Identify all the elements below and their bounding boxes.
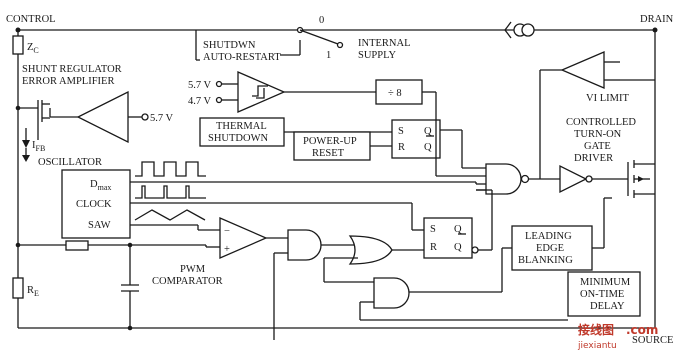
gate-driver-label-2: TURN-ON	[574, 129, 622, 140]
shutdown-label-2: AUTO-RESTART	[203, 52, 281, 63]
source-pin-label: SOURCE	[632, 335, 673, 346]
shunt-ref-voltage: 5.7 V	[150, 113, 174, 124]
gate-driver-buffer	[559, 164, 628, 194]
auto-restart-line	[195, 30, 200, 61]
leb-label-2: EDGE	[536, 243, 564, 254]
svg-text:.com: .com	[626, 323, 658, 337]
drain-pin-label: DRAIN	[640, 14, 674, 25]
current-limit-comparator	[539, 51, 655, 178]
clock-waveform-icon	[135, 185, 206, 199]
pwm-minus: −	[224, 226, 230, 237]
sr2-r: R	[430, 242, 437, 253]
hysteresis-v2: 4.7 V	[188, 96, 212, 107]
watermark-logo: 接线图 .com jiexiantu	[577, 322, 658, 351]
saw-label: SAW	[88, 220, 111, 231]
internal-supply-label-2: SUPPLY	[358, 50, 396, 61]
ifb-label: IFB	[32, 140, 45, 153]
sr2-s: S	[430, 224, 436, 235]
leb-label-3: BLANKING	[518, 255, 573, 266]
pwm-label-1: PWM	[180, 264, 206, 275]
switch-0-label: 0	[319, 15, 324, 26]
control-pin-label: CONTROL	[6, 14, 56, 25]
gate-driver-label-4: DRIVER	[574, 153, 613, 164]
saw-waveform-icon	[134, 209, 206, 221]
pwm-label-2: COMPARATOR	[152, 276, 223, 287]
zc-label: ZC	[27, 42, 39, 55]
and-gate-2	[324, 277, 568, 321]
dmax-waveform-icon	[135, 161, 206, 177]
gate-driver-label-3: GATE	[584, 141, 611, 152]
source-rail	[18, 325, 655, 331]
shunt-regulator-label-1: SHUNT REGULATOR	[22, 64, 122, 75]
divide-by-8-block	[375, 79, 436, 105]
divide-by-8-label: ÷ 8	[388, 88, 402, 99]
feedback-line	[15, 240, 207, 251]
thermal-shutdown-label-1: THERMAL	[216, 121, 267, 132]
shutdown-label-1: SHUTDWN	[203, 40, 256, 51]
sr2-qbar: Q	[454, 242, 462, 253]
minimum-on-time-delay-block	[567, 271, 641, 317]
dmax-label: Dmax	[90, 179, 111, 192]
current-source-icon	[504, 21, 535, 39]
thermal-shutdown-label-2: SHUTDOWN	[208, 133, 268, 144]
power-mosfet	[627, 160, 655, 198]
mot-label-2: ON-TIME	[580, 289, 624, 300]
dmax-line	[130, 181, 477, 184]
power-up-label-2: RESET	[312, 148, 345, 159]
pwm-comparator	[206, 217, 288, 259]
gate-driver-label-1: CONTROLLED	[566, 117, 636, 128]
saw-line	[130, 224, 220, 231]
leading-edge-blanking-block	[501, 197, 612, 292]
switch-1-label: 1	[326, 50, 331, 61]
main-nand-gate	[435, 92, 560, 195]
re-label: RE	[27, 285, 39, 298]
re-resistor	[12, 277, 24, 299]
zc-resistor	[12, 35, 24, 55]
svg-text:接线图: 接线图	[578, 322, 614, 337]
svg-text:jiexiantu: jiexiantu	[577, 341, 617, 351]
oscillator-label: OSCILLATOR	[38, 157, 102, 168]
sr1-qbar: Q	[424, 142, 432, 153]
sr-latch-1	[391, 119, 463, 168]
hysteresis-v1: 5.7 V	[188, 80, 212, 91]
oscillator-block	[61, 169, 131, 239]
sr-latch-2	[423, 189, 493, 259]
internal-supply-label-1: INTERNAL	[358, 38, 411, 49]
mot-label-3: DELAY	[590, 301, 625, 312]
shunt-error-amplifier	[49, 90, 149, 144]
shunt-transistor	[15, 100, 50, 140]
clock-label: CLOCK	[76, 199, 112, 210]
or-gate	[323, 235, 424, 282]
power-up-label-1: POWER-UP	[303, 136, 357, 147]
ifb-node	[22, 148, 30, 162]
shunt-regulator-label-2: ERROR AMPLIFIER	[22, 76, 114, 87]
filter-capacitor	[121, 245, 139, 328]
supply-switch	[280, 26, 344, 56]
power-up-reset-block	[293, 131, 392, 161]
leb-label-1: LEADING	[525, 231, 572, 242]
mot-label-1: MINIMUM	[580, 277, 631, 288]
sr2-q: Q	[454, 224, 462, 235]
and-gate-1	[273, 229, 360, 340]
hysteresis-comparator	[215, 71, 376, 113]
sr1-r: R	[398, 142, 405, 153]
pwm-plus: +	[224, 244, 230, 255]
clock-line	[130, 202, 424, 231]
sr1-s: S	[398, 126, 404, 137]
sr1-q: Q	[424, 126, 432, 137]
current-limit-label: VI LIMIT	[586, 93, 629, 104]
ifb-arrow-icon	[22, 128, 30, 148]
